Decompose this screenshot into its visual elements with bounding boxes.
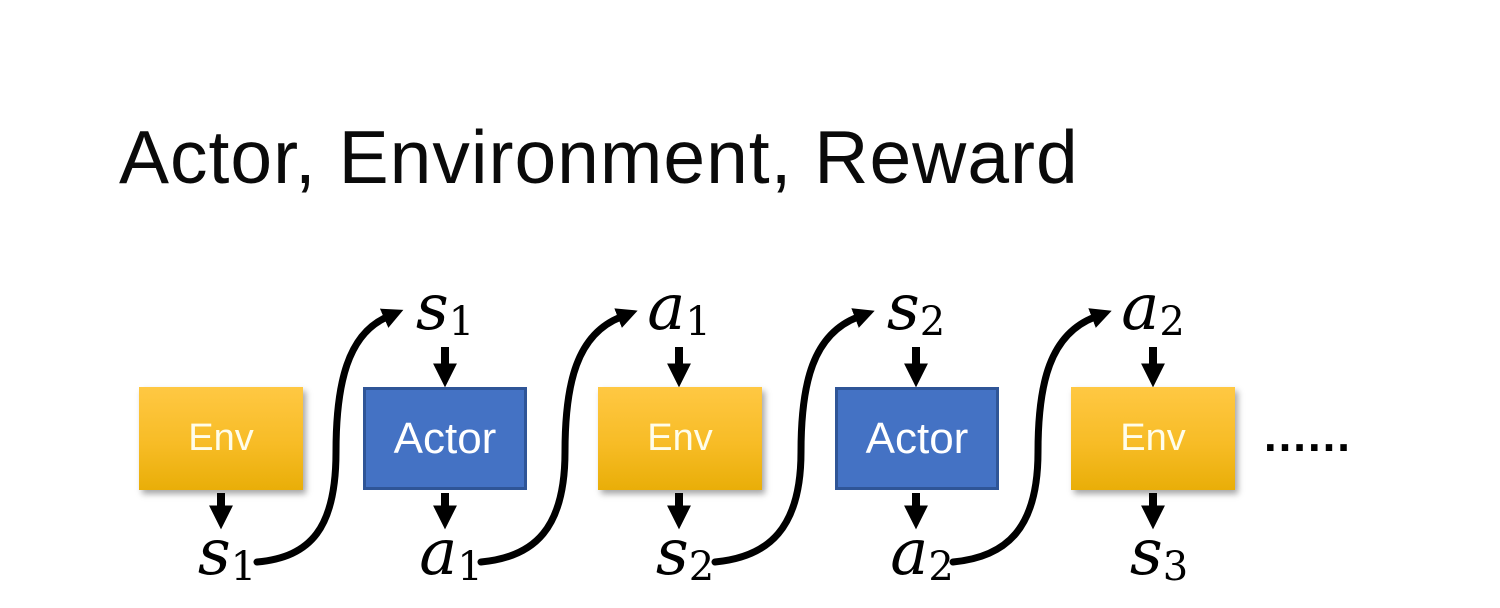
bottom-label-s2-letter: s (655, 516, 689, 590)
bottom-label-s1-sub: 1 (230, 544, 257, 590)
top-label-a1-sub: 1 (685, 299, 711, 345)
bottom-label-a2: a2 (872, 521, 972, 587)
ellipsis-dots: …… (1262, 409, 1352, 461)
bottom-label-a2-sub: 2 (928, 544, 954, 590)
bottom-label-s1-letter: s (197, 516, 231, 590)
curve-arrow-s1-to-actor1 (253, 308, 404, 566)
actor-box-1: Actor (363, 387, 527, 490)
top-label-a2-letter: a (1121, 271, 1160, 345)
bottom-label-a2-letter: a (890, 516, 929, 590)
bottom-label-a1: a1 (401, 521, 501, 587)
top-label-s2-letter: s (886, 271, 920, 345)
top-label-s1: s1 (395, 276, 495, 342)
bottom-label-s3: s3 (1109, 521, 1209, 587)
env-box-3: Env (1071, 387, 1235, 490)
bottom-label-s2: s2 (635, 521, 735, 587)
top-label-a2: a2 (1103, 276, 1203, 342)
bottom-label-s2-sub: 2 (688, 544, 715, 590)
env-box-3-label: Env (1120, 417, 1186, 459)
bottom-label-s1: s1 (177, 521, 277, 587)
env-box-1: Env (139, 387, 303, 490)
top-label-s1-letter: s (415, 271, 449, 345)
env-box-1-label: Env (188, 417, 254, 459)
top-label-a2-sub: 2 (1159, 299, 1185, 345)
top-label-s1-sub: 1 (448, 299, 475, 345)
curve-arrow-a2-to-env3 (949, 308, 1112, 566)
curve-arrow-a1-to-env2 (477, 308, 638, 566)
bottom-label-a1-sub: 1 (457, 544, 483, 590)
curve-arrow-s2-to-actor2 (711, 308, 875, 566)
top-label-a1: a1 (629, 276, 729, 342)
top-label-s2: s2 (866, 276, 966, 342)
bottom-label-s3-letter: s (1129, 516, 1163, 590)
env-box-2-label: Env (647, 417, 713, 459)
actor-box-1-label: Actor (393, 413, 497, 463)
actor-box-2-label: Actor (865, 413, 969, 463)
slide-title: Actor, Environment, Reward (119, 115, 1079, 199)
bottom-label-a1-letter: a (419, 516, 458, 590)
top-label-a1-letter: a (647, 271, 686, 345)
actor-box-2: Actor (835, 387, 999, 490)
env-box-2: Env (598, 387, 762, 490)
bottom-label-s3-sub: 3 (1162, 544, 1189, 590)
top-label-s2-sub: 2 (919, 299, 946, 345)
